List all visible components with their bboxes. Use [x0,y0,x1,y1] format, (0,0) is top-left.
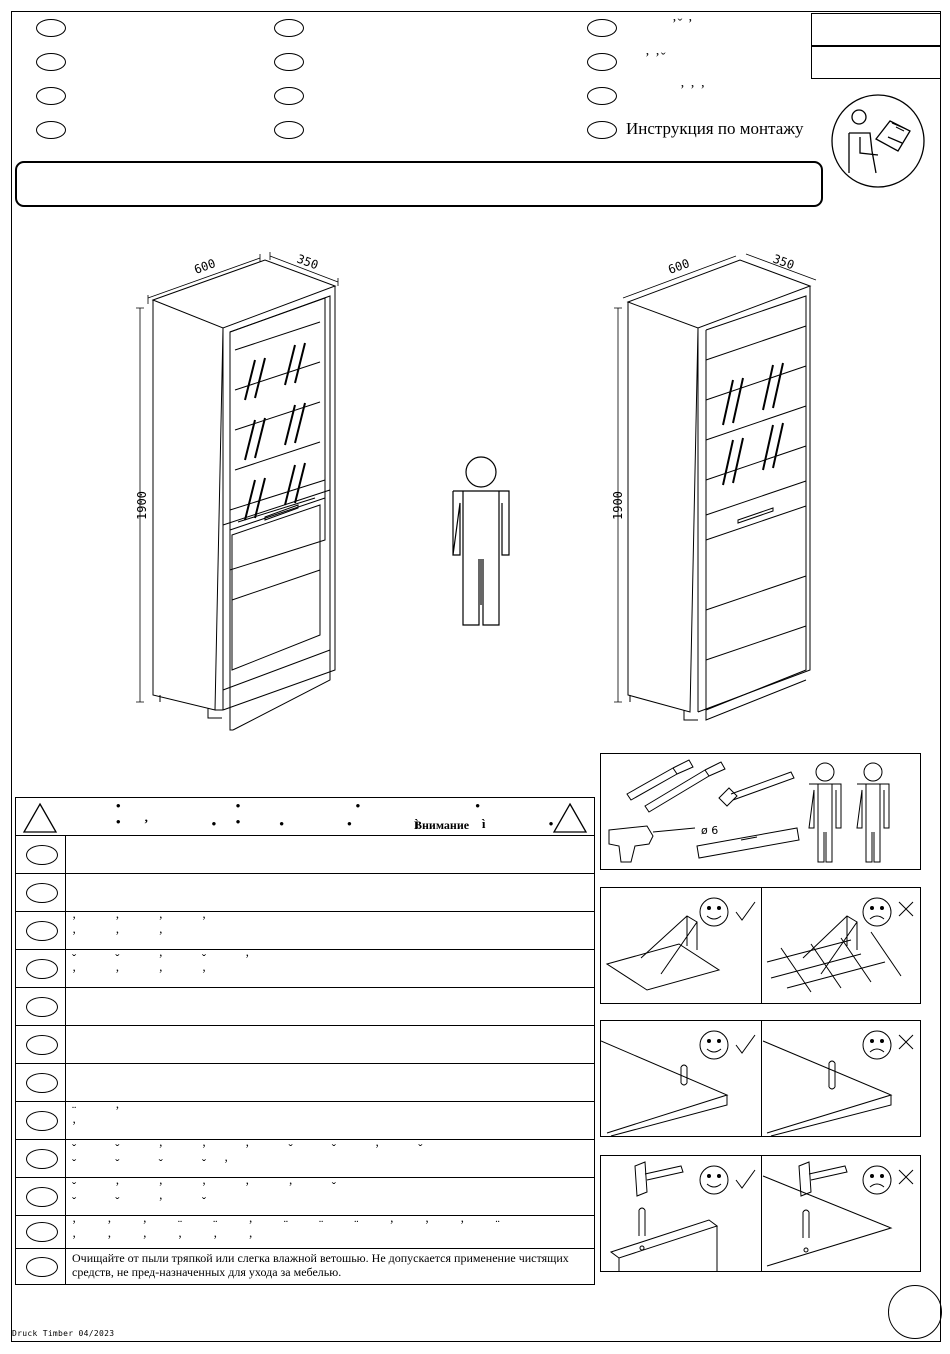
part-oval [274,87,304,105]
tools-illustration: ø 6 [608,759,890,863]
warning-text: Очищайте от пыли тряпкой или слегка влаж… [72,1251,569,1279]
warning-row [16,987,594,1025]
warning-row: ˇ ʼ ʼ ʼ ʼ ʼ ˇ ˇ ˇ ʼ ˇ [16,1177,594,1215]
height-label: 1900 [135,491,149,520]
smiley-happy-icon [699,1165,729,1195]
part-oval [587,121,617,139]
dowel-panel [600,1020,921,1137]
warning-text: ˇ ʼ ʼ ʼ ʼ ʼ ˇ ˇ ˇ ʼ ˇ [72,1180,354,1209]
depth-label: 350 [295,252,320,273]
tools-panel: ø 6 [600,753,921,870]
code-box-bottom [811,46,941,79]
warning-row [16,1025,594,1063]
part-oval [274,121,304,139]
part-oval [26,1148,58,1169]
warning-text: ˇ ˇ ʼ ˇ ʼ ʼ ʼ ʼ ʼ [72,952,268,981]
dowel-illustration [600,1030,914,1137]
smiley-happy-icon [699,897,729,927]
part-oval [36,121,66,139]
part-oval [587,19,617,37]
title-box [15,161,823,207]
part-oval [26,996,58,1017]
print-info: Druck Timber 04/2023 [12,1329,115,1338]
warning-row: ʼ ʼ ʼ ¨ ¨ ʼ ¨ ¨ ¨ ʼ ʼ ʼ ¨ ʼ ʼ ʼ ʼ ʼ ʼ [16,1215,594,1248]
code-box-top [811,13,941,46]
cabinet-drawing-left: 600 350 1900 [135,252,339,731]
person-scale-icon [452,456,510,626]
warning-row [16,873,594,911]
read-manual-icon [831,94,925,188]
part-oval [26,882,58,903]
part-oval [26,1034,58,1055]
cabinet-drawing-right: 600 350 1900 [611,252,817,721]
hammer-illustration [609,1161,914,1271]
part-oval [26,920,58,941]
width-label: 600 [666,256,691,277]
smiley-sad-icon [862,897,892,927]
part-oval [26,1222,58,1242]
warning-text: ʼ ʼ ʼ ¨ ¨ ʼ ¨ ¨ ¨ ʼ ʼ ʼ ¨ ʼ ʼ ʼ ʼ ʼ ʼ [72,1218,514,1247]
warning-heading-marks: ʼ • • • ì ì • [144,816,584,831]
warning-row: ¨ ʼ ʼ [16,1101,594,1139]
part-oval [26,958,58,979]
smiley-sad-icon [862,1165,892,1195]
hammer-panel [600,1155,921,1272]
warning-heading: Внимание [414,818,470,832]
floor-comparison-illustration [605,897,914,993]
part-oval [36,19,66,37]
warning-triangle-icon [552,802,588,833]
part-oval [26,1072,58,1093]
warning-row [16,1063,594,1101]
part-oval [587,53,617,71]
part-oval [274,19,304,37]
part-oval [36,87,66,105]
part-oval [26,844,58,865]
instruction-title: Инструкция по монтажу [626,119,804,138]
depth-label: 350 [771,252,796,273]
warning-triangle-icon [22,802,58,833]
warning-row: Очищайте от пыли тряпкой или слегка влаж… [16,1248,594,1284]
smiley-happy-icon [699,1030,729,1060]
smiley-sad-icon [862,1030,892,1060]
warning-row: ˇ ˇ ʼ ʼ ʼ ˇ ˇ ʼ ˇ ˇ ˇ ˇ ˇʼ [16,1139,594,1177]
height-label: 1900 [611,491,625,520]
drill-size-label: ø 6 [701,824,718,837]
warning-heading-marks: • • • • • • [116,798,536,829]
floor-protection-panel [600,887,921,1004]
warnings-table: • • • • • • ʼ • • • ì ì • Внимание ʼ ʼ ʼ… [15,797,595,1285]
warning-row: ʼ ʼ ʼ ʼ ʼ ʼ ʼ [16,911,594,949]
part-oval [26,1186,58,1207]
width-label: 600 [192,256,217,277]
page-frame [11,11,941,1342]
accent-marks: ʼˇ ʼ [672,17,694,32]
part-oval [36,53,66,71]
accent-marks: ʼ ʼ ʼ [680,83,706,98]
warning-row [16,835,594,873]
warning-text: ˇ ˇ ʼ ʼ ʼ ˇ ˇ ʼ ˇ ˇ ˇ ˇ ˇʼ [72,1142,441,1171]
part-oval [587,87,617,105]
page-number-circle [888,1285,942,1339]
part-oval [26,1256,58,1277]
warning-text: ʼ ʼ ʼ ʼ ʼ ʼ ʼ [72,914,225,943]
accent-marks: ʼ ʼˇ [645,51,667,66]
warning-text: ¨ ʼ ʼ [72,1104,138,1133]
part-oval [26,1110,58,1131]
warning-row: ˇ ˇ ʼ ˇ ʼ ʼ ʼ ʼ ʼ [16,949,594,987]
part-oval [274,53,304,71]
